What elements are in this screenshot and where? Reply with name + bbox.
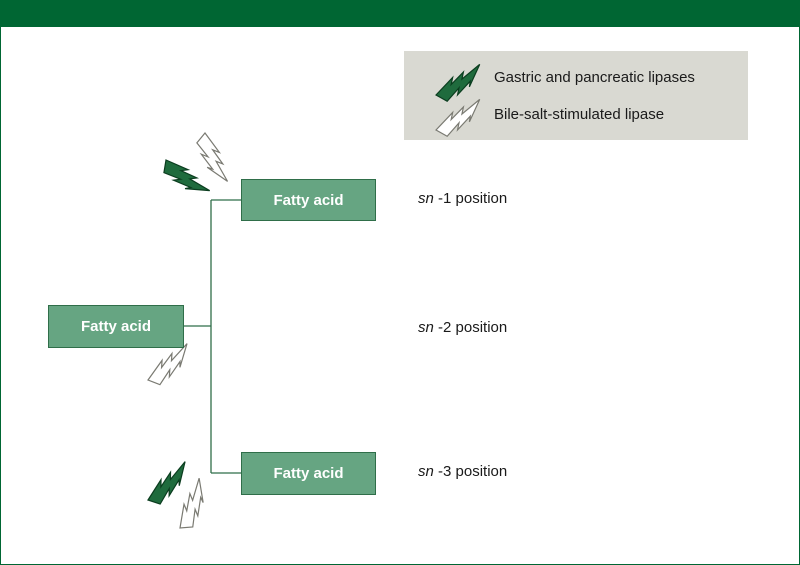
sn1-gastric-bolt-icon: [157, 151, 211, 206]
sn3-suffix: -3 position: [438, 463, 508, 480]
fatty-acid-sn2-box: Fatty acid: [48, 305, 184, 348]
header-bar: [0, 0, 800, 27]
legend-gastric-icon: [430, 63, 489, 105]
fatty-acid-sn3-box: Fatty acid: [241, 452, 376, 495]
sn1-bile-bolt-icon: [194, 129, 229, 187]
sn1-prefix: sn: [418, 190, 434, 207]
sn2-suffix: -2 position: [438, 319, 508, 336]
sn1-position-label: sn -1 position: [418, 190, 507, 207]
legend-gastric-label: Gastric and pancreatic lipases: [494, 69, 695, 86]
legend-bile-icon: [430, 98, 489, 140]
sn1-suffix: -1 position: [438, 190, 508, 207]
sn2-bile-bolt-icon: [141, 343, 199, 390]
legend-bile-label: Bile-salt-stimulated lipase: [494, 106, 665, 123]
fatty-acid-sn1-box: Fatty acid: [241, 179, 376, 221]
sn3-position-label: sn -3 position: [418, 463, 507, 480]
sn3-bile-bolt-icon: [169, 477, 218, 535]
backbone-lines: [184, 199, 241, 474]
sn2-prefix: sn: [418, 319, 434, 336]
sn3-prefix: sn: [418, 463, 434, 480]
sn2-position-label: sn -2 position: [418, 319, 507, 336]
